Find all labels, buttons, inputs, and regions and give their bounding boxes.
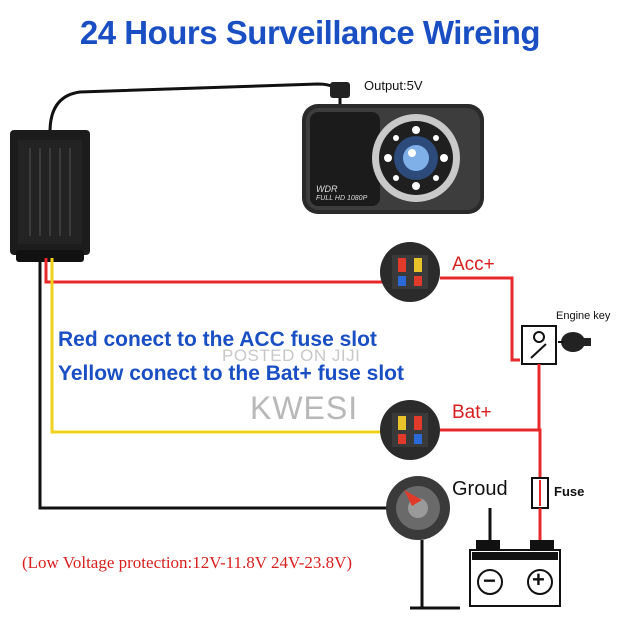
- acc-fuse-block: [380, 242, 440, 302]
- page-title: 24 Hours Surveillance Wireing: [79, 14, 541, 51]
- bat-fuse-block: [380, 400, 440, 460]
- watermark-posted: POSTED ON JIJI: [222, 346, 361, 365]
- battery: [469, 540, 561, 607]
- ground-terminal: [386, 476, 450, 540]
- camera-badge: WDR: [316, 184, 338, 194]
- engine-key-switch: [521, 325, 591, 430]
- note-yellow-wire: Yellow conect to the Bat+ fuse slot: [58, 362, 404, 385]
- fuse-label: Fuse: [554, 484, 585, 499]
- ground-label: Groud: [452, 478, 508, 500]
- usb-plug: [330, 82, 350, 98]
- dashcam: [302, 104, 484, 214]
- inline-fuse: [531, 477, 549, 545]
- bat-label: Bat+: [452, 402, 492, 423]
- engine-key-label: Engine key: [556, 310, 611, 322]
- low-voltage-note: (Low Voltage protection:12V-11.8V 24V-23…: [22, 553, 353, 572]
- red-wire-bat-plus: [440, 428, 542, 478]
- output-label: Output:5V: [364, 78, 423, 93]
- battery-plus-label: +: [532, 567, 545, 592]
- usb-cable: [48, 82, 342, 133]
- red-wire-acc-to-key: [440, 276, 520, 362]
- acc-label: Acc+: [452, 254, 495, 275]
- black-wire: [38, 258, 392, 510]
- red-wire: [44, 258, 390, 284]
- yellow-wire: [50, 258, 390, 434]
- converter-box: [10, 130, 90, 262]
- battery-minus-label: −: [483, 568, 496, 593]
- watermark-name: KWESI: [250, 390, 359, 426]
- note-red-wire: Red conect to the ACC fuse slot: [58, 328, 377, 351]
- camera-subtitle: FULL HD 1080P: [316, 195, 368, 202]
